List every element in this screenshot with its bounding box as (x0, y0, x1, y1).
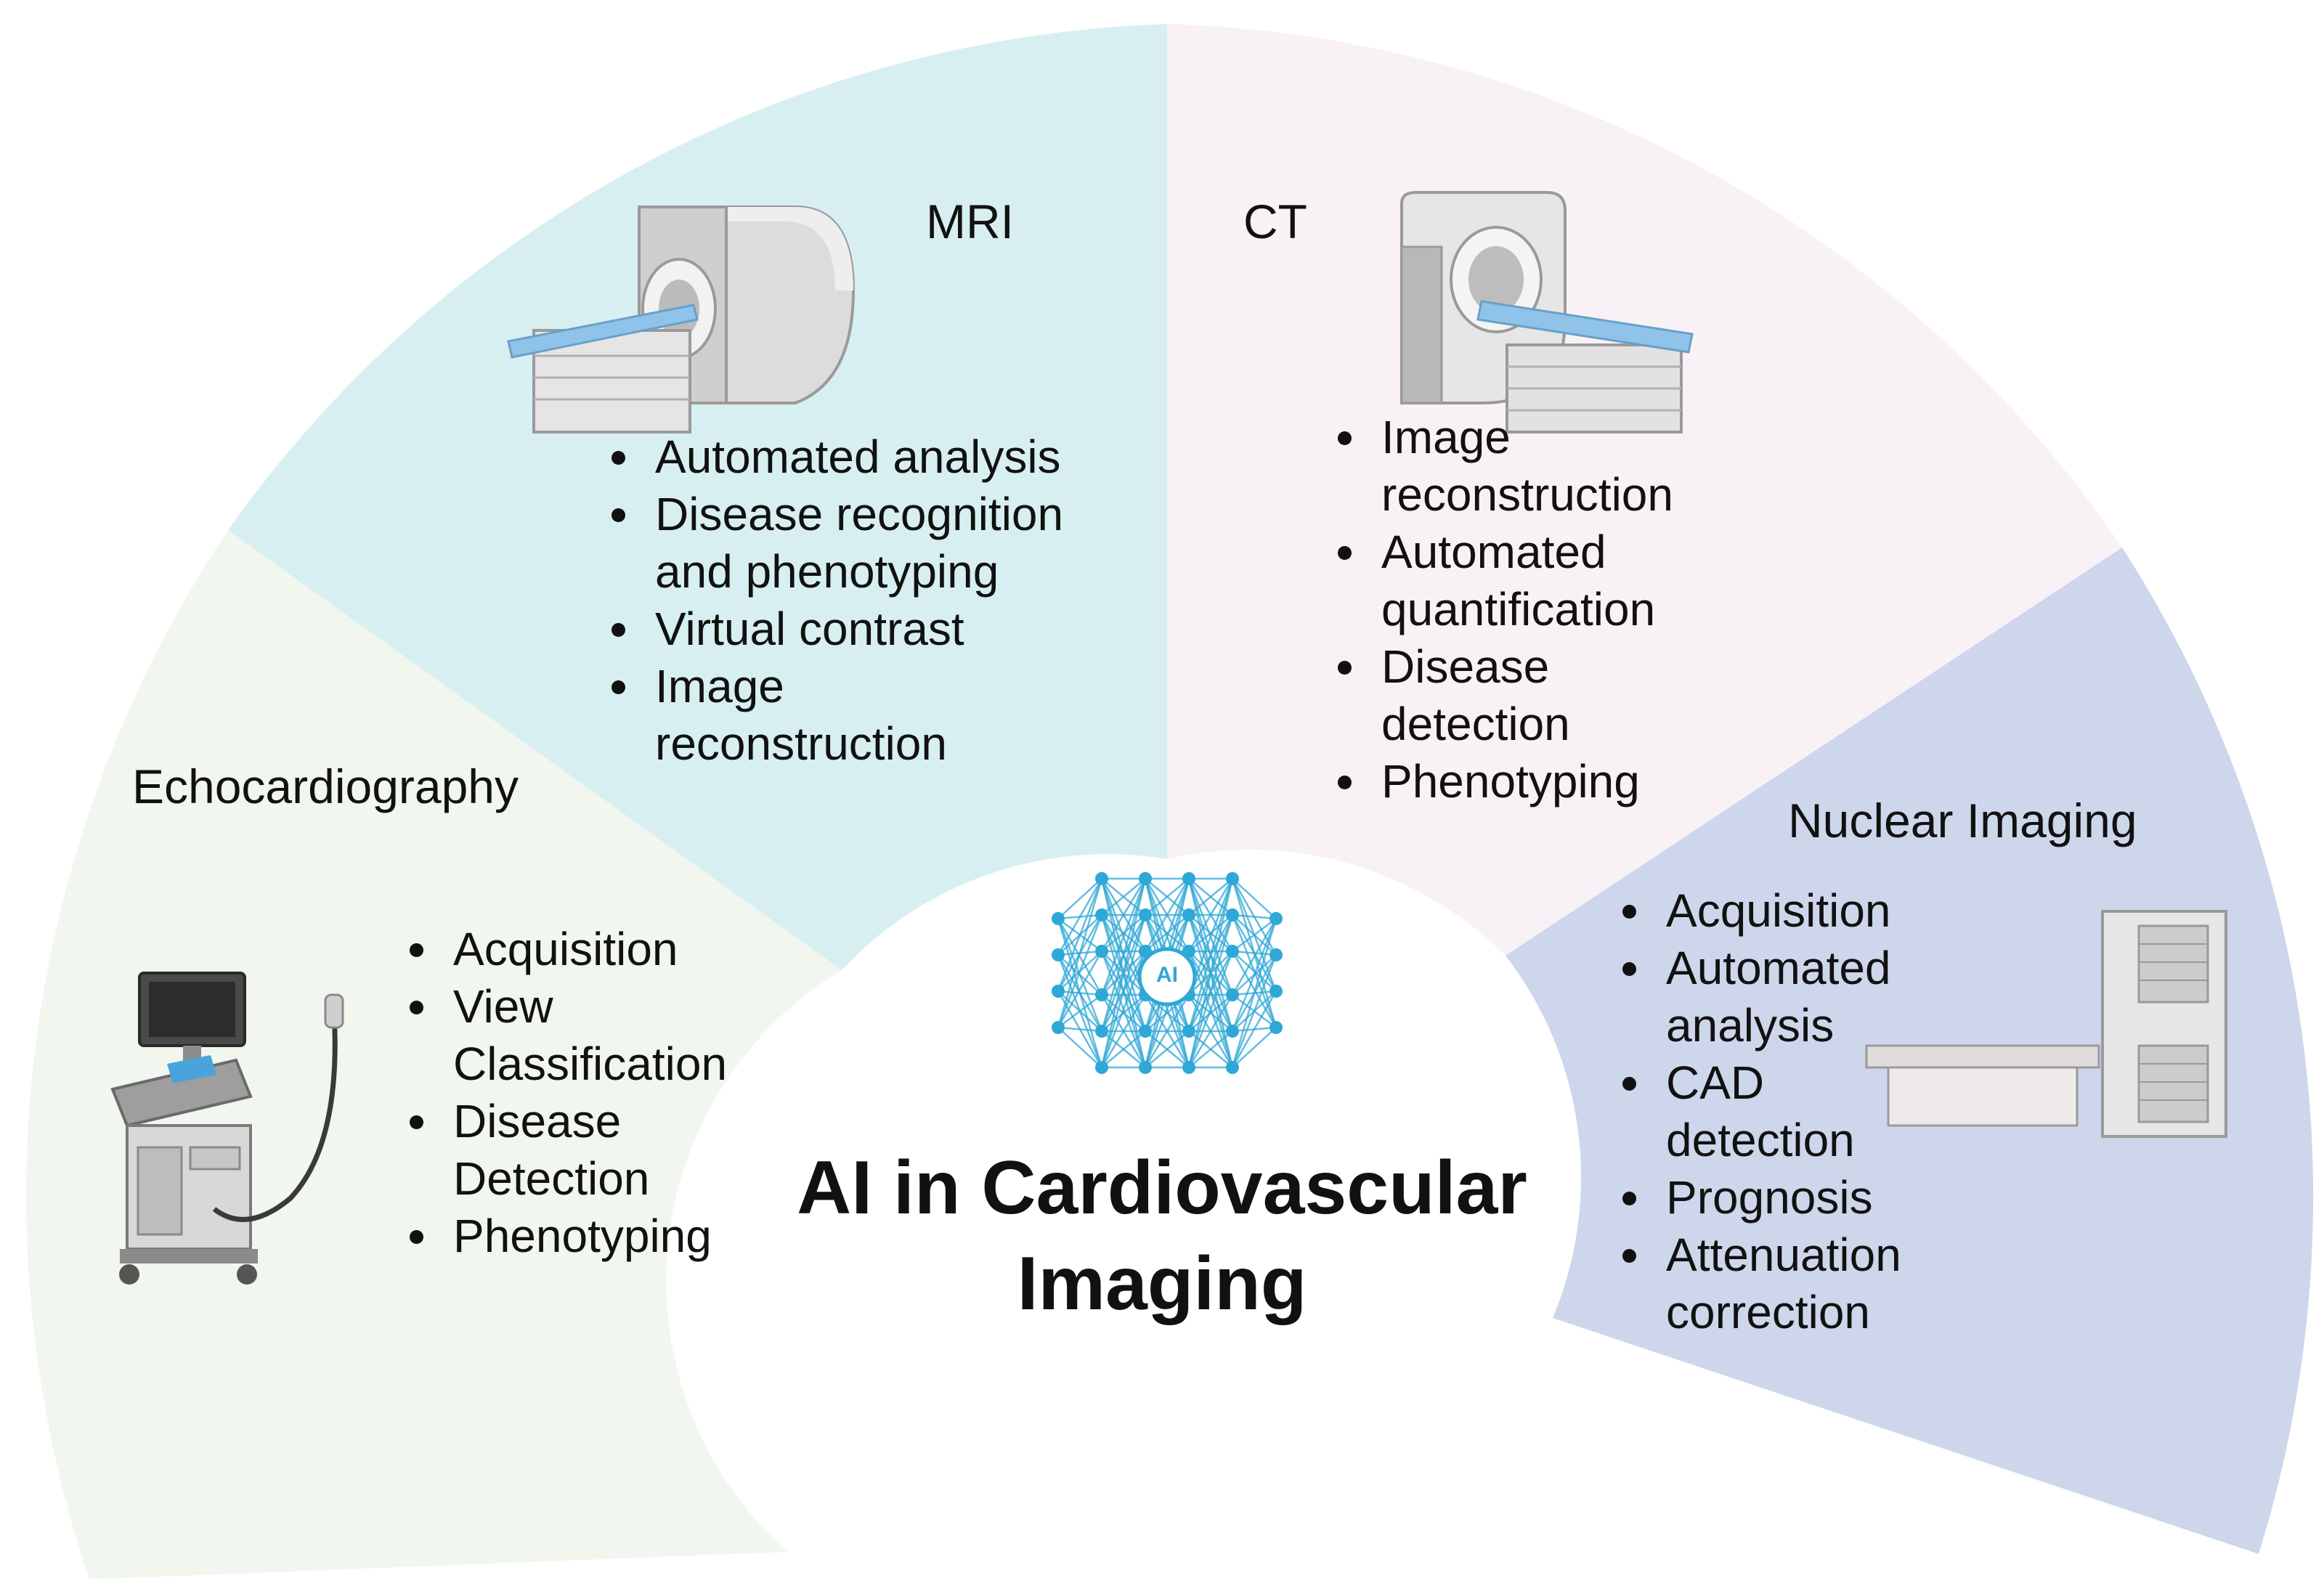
neural-network-icon (1052, 872, 1283, 1074)
list-item: CAD (1622, 1054, 1901, 1112)
title-line-1: AI in Cardiovascular (797, 1146, 1527, 1230)
list-item: Prognosis (1622, 1169, 1901, 1226)
list-item: Classification (453, 1038, 728, 1090)
ct-application-list: Image reconstruction Automated quantific… (1329, 409, 1673, 810)
list-item: analysis (1666, 999, 1835, 1051)
list-item: Automated analysis (611, 428, 1063, 486)
echo-sector (26, 530, 842, 1579)
echocardiography-label: Echocardiography (132, 760, 519, 813)
echo-application-list: Acquisition View Classification Disease … (401, 921, 727, 1265)
list-item: Phenotyping (409, 1208, 727, 1265)
list-item: quantification (1381, 583, 1656, 635)
list-item: and phenotyping (655, 545, 999, 598)
list-item: correction (1666, 1286, 1870, 1338)
list-item: Image (1338, 409, 1673, 466)
list-item: Image (611, 658, 1063, 715)
list-item: Automated (1338, 524, 1673, 581)
mri-sector (228, 24, 1167, 970)
ct-label: CT (1243, 195, 1307, 248)
list-item: detection (1381, 698, 1570, 750)
list-item: Detection (453, 1152, 650, 1205)
mri-scanner-icon (507, 206, 856, 434)
list-item: Disease (409, 1093, 727, 1150)
list-item: View (409, 978, 727, 1035)
list-item: Phenotyping (1338, 753, 1673, 810)
list-item: reconstruction (1381, 468, 1673, 521)
list-item: Acquisition (1622, 882, 1901, 940)
list-item: Virtual contrast (611, 601, 1063, 658)
list-item: reconstruction (655, 717, 947, 770)
nuclear-imaging-label: Nuclear Imaging (1788, 794, 2137, 847)
title-line-2: Imaging (1017, 1242, 1307, 1326)
list-item: Automated (1622, 940, 1901, 997)
mri-label: MRI (926, 195, 1014, 248)
list-item: Disease recognition (611, 486, 1063, 543)
ct-scanner-icon (1400, 191, 1694, 434)
list-item: Disease (1338, 638, 1673, 696)
list-item: Attenuation (1622, 1226, 1901, 1284)
center-title: AI in Cardiovascular Imaging (726, 1140, 1598, 1332)
network-ai-label: AI (1156, 963, 1178, 987)
ultrasound-machine-icon (110, 972, 344, 1285)
spect-scanner-icon (1865, 910, 2227, 1138)
list-item: detection (1666, 1114, 1855, 1166)
nuclear-application-list: Acquisition Automated analysis CAD detec… (1614, 882, 1901, 1341)
mri-application-list: Automated analysis Disease recognition a… (603, 428, 1063, 773)
list-item: Acquisition (409, 921, 727, 978)
